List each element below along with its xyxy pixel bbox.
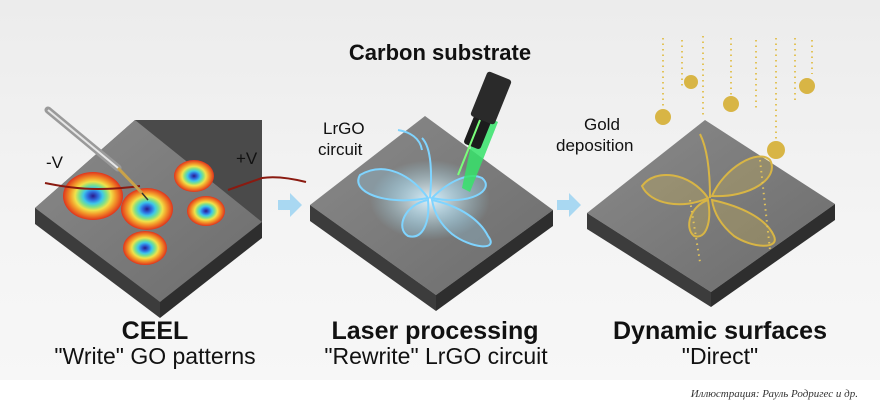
electrode-needle-icon: [44, 106, 149, 201]
arrow-1: [278, 193, 302, 217]
arrow-2: [557, 193, 581, 217]
wire-minus: [44, 182, 141, 190]
diagram-title: Carbon substrate: [348, 40, 532, 65]
diagram-scene: [35, 36, 835, 318]
stage-2-title: Laser processing: [331, 317, 539, 345]
stage-3-subtitle: "Direct": [681, 343, 759, 369]
wire-plus: [227, 176, 307, 191]
stage-3-title: Dynamic surfaces: [612, 317, 827, 345]
substrate-block-3: [587, 120, 835, 307]
lrgo-label-line1: LrGO: [323, 119, 365, 138]
minus-v-label: -V: [46, 153, 63, 172]
gold-streams: [662, 36, 813, 263]
go-patterns: [63, 160, 225, 265]
laser-head-icon: [457, 71, 512, 192]
gold-label-line1: Gold: [584, 115, 620, 134]
lrgo-butterfly: [357, 129, 492, 248]
plus-v-label: +V: [236, 149, 258, 168]
stage-2-subtitle: "Rewrite" LrGO circuit: [324, 343, 548, 369]
illustration-credit: Иллюстрация: Рауль Родригес и др.: [690, 388, 858, 400]
gold-label-line2: deposition: [556, 136, 634, 155]
gold-snowflake-icon: [655, 75, 815, 159]
stage-1-title: CEEL: [121, 317, 189, 345]
lrgo-label-line2: circuit: [318, 140, 363, 159]
stage-1-subtitle: "Write" GO patterns: [54, 343, 256, 369]
